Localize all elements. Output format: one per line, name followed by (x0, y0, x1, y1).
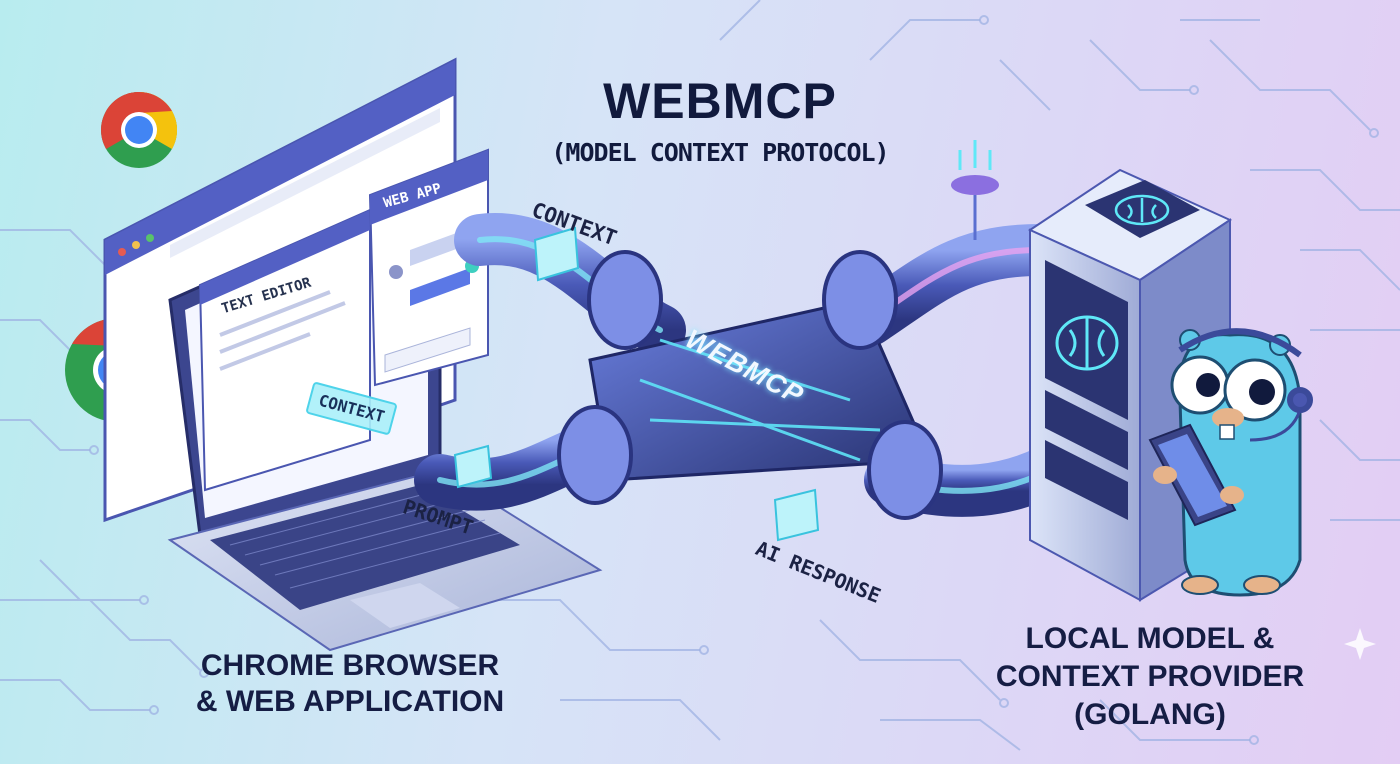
document-icon (453, 226, 820, 542)
text-editor-window (198, 208, 371, 492)
brain-icon (1114, 194, 1170, 226)
server-caption-line3: (GOLANG) (1074, 698, 1226, 731)
sparkle-icon (1344, 628, 1376, 660)
page-title: WEBMCP (603, 73, 837, 129)
client-caption-line2: & WEB APPLICATION (195, 685, 505, 718)
server-tower (1027, 168, 1233, 602)
client-caption: CHROME BROWSER & WEB APPLICATION (180, 648, 520, 720)
antenna-disc (951, 140, 999, 240)
chrome-icon (101, 92, 177, 168)
server-caption-line2: CONTEXT PROVIDER (995, 660, 1305, 693)
server-caption: LOCAL MODEL & CONTEXT PROVIDER (GOLANG) (990, 620, 1310, 734)
gopher-mascot (1170, 329, 1302, 597)
brain-icon (1055, 315, 1119, 371)
page-subtitle: (MODEL CONTEXT PROTOCOL) (551, 138, 889, 167)
web-app-window (368, 148, 489, 387)
client-caption-line1: CHROME BROWSER (200, 649, 500, 682)
headset-icon (1178, 328, 1313, 442)
server-caption-line1: LOCAL MODEL & (1025, 622, 1275, 655)
webmcp-hub (557, 250, 943, 520)
tablet-icon (1148, 423, 1244, 527)
